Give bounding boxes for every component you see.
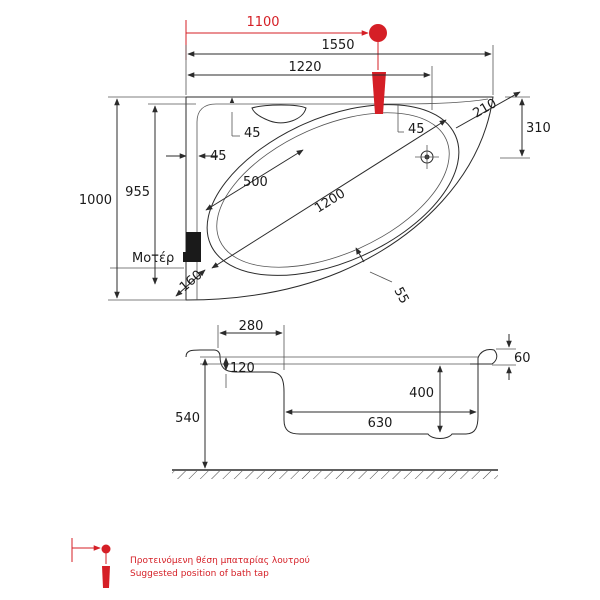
dim-tap-offset: 1100 <box>246 15 279 30</box>
dim-rim-right: 45 <box>408 122 425 137</box>
dim-corner-cut: 210 <box>471 96 500 121</box>
dim-overall-width: 1000 <box>79 193 112 208</box>
dim-basin-depth: 400 <box>409 386 434 401</box>
dim-seat-width: 280 <box>239 319 264 334</box>
dim-height-from-floor: 540 <box>175 411 200 426</box>
section-view <box>172 325 516 479</box>
dim-rim-top: 45 <box>244 126 261 141</box>
dim-overall-length: 1550 <box>321 38 354 53</box>
dim-basin-width: 500 <box>243 175 268 190</box>
dim-rim-left: 45 <box>210 149 227 164</box>
dim-rim-height: 60 <box>514 351 531 366</box>
drain-icon <box>415 145 439 169</box>
motor-label: Μοτέρ <box>132 251 174 266</box>
floor-hatch <box>172 471 498 479</box>
plan-view <box>108 20 530 301</box>
legend-tap-symbol <box>71 538 111 588</box>
dim-floor-length: 630 <box>368 416 393 431</box>
headrest-recess <box>251 104 307 124</box>
dim-seat-depth: 120 <box>230 361 255 376</box>
legend-text-greek: Προτεινόμενη θέση μπαταρίας λουτρού <box>130 555 310 566</box>
tub-outer-outline <box>185 96 494 301</box>
dim-rim-front: 55 <box>390 285 411 307</box>
tap-center-dot <box>369 24 387 42</box>
dim-corner-width: 310 <box>526 121 551 136</box>
dim-inner-width: 955 <box>125 185 150 200</box>
legend-text-english: Suggested position of bath tap <box>130 569 269 579</box>
tub-rim-inner <box>196 98 489 300</box>
tub-section-outline <box>185 349 498 439</box>
tap-position-marker <box>372 72 386 114</box>
dim-basin-length: 1200 <box>312 186 348 216</box>
dim-inner-length: 1220 <box>288 60 321 75</box>
